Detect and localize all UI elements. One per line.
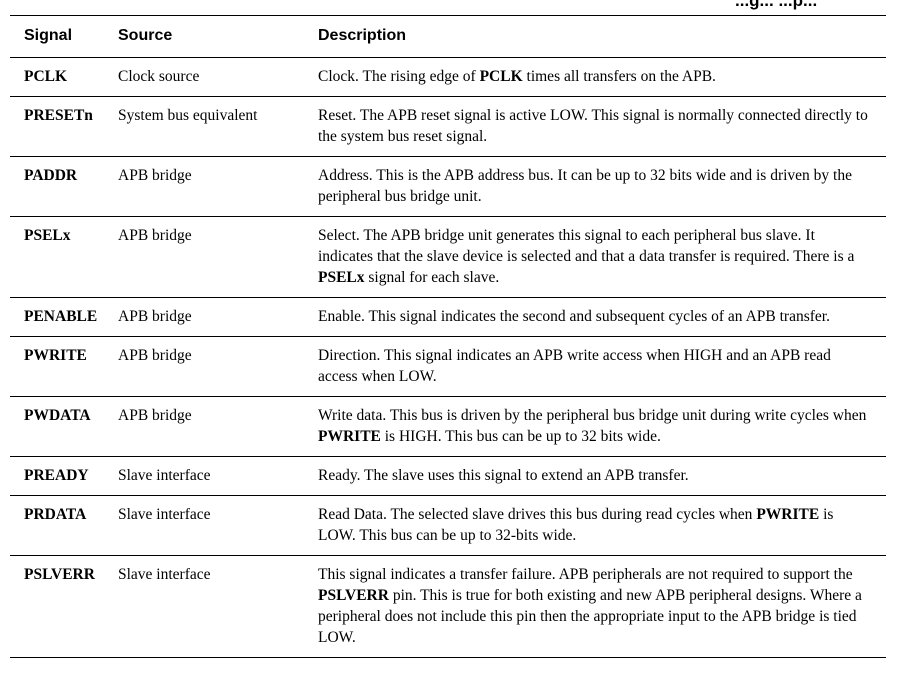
signal-description: Select. The APB bridge unit generates th… [318,217,886,298]
signal-description: Enable. This signal indicates the second… [318,298,886,337]
description-text: This signal indicates a transfer failure… [318,566,853,583]
signal-name: PWRITE [24,347,87,364]
description-text: Read Data. The selected slave drives thi… [318,506,757,523]
table-row: PSLVERR Slave interface This signal indica… [10,556,886,658]
signal-name: PWDATA [24,407,91,424]
table-row: PADDR APB bridge Address. This is the APB … [10,157,886,217]
signal-source: APB bridge [118,308,192,325]
description-text: Reset. The APB reset signal is active LO… [318,107,868,145]
signal-name: PCLK [24,68,68,85]
signal-source: Slave interface [118,506,211,523]
signal-name: PENABLE [24,308,98,325]
column-header-description: Description [318,27,407,44]
signal-source: Slave interface [118,566,211,583]
description-text: Clock. The rising edge of [318,68,480,85]
signal-name: PADDR [24,167,78,184]
signal-description: Read Data. The selected slave drives thi… [318,496,886,556]
cut-off-page-header: ...g... ...p... [735,0,818,10]
signal-reference: PSELx [318,269,365,286]
description-text: Address. This is the APB address bus. It… [318,167,852,205]
signal-description: Address. This is the APB address bus. It… [318,157,886,217]
description-text: signal for each slave. [364,269,500,286]
table-row: PREADY Slave interface Ready. The slave us… [10,457,886,496]
signal-source: APB bridge [118,167,192,184]
description-text: is LOW. This bus can be up to 32-bits wi… [318,506,834,544]
description-text: Direction. This signal indicates an APB … [318,347,831,385]
column-header-signal: Signal [24,27,73,44]
table-row: PRESETn System bus equivalent Reset. The A… [10,97,886,157]
header-row: Signal Source Description [10,15,886,58]
signal-name: PRDATA [24,506,87,523]
column-header-source: Source [118,27,173,44]
signal-name: PSLVERR [24,566,95,583]
signal-description: Clock. The rising edge of PCLK times all… [318,58,886,97]
signal-source: APB bridge [118,407,192,424]
description-text: Write data. This bus is driven by the pe… [318,407,867,424]
description-text: Enable. This signal indicates the second… [318,308,830,325]
signal-description: Reset. The APB reset signal is active LO… [318,97,886,157]
table-body: PCLK Clock source Clock. The rising edge o… [10,58,886,658]
table-row: PWRITE APB bridge Direction. This signal i… [10,337,886,397]
signal-description: Direction. This signal indicates an APB … [318,337,886,397]
table-row: PCLK Clock source Clock. The rising edge o… [10,58,886,97]
signal-reference: PWRITE [318,428,381,445]
signal-reference: PWRITE [756,506,820,523]
table-header: Signal Source Description [10,15,886,58]
table-row: PRDATA Slave interface Read Data. The sele… [10,496,886,556]
signal-description: This signal indicates a transfer failure… [318,556,886,658]
signal-reference: PSLVERR [318,587,389,604]
description-text: is HIGH. This bus can be up to 32 bits w… [380,428,661,445]
signal-source: Slave interface [118,467,211,484]
description-text: times all transfers on the APB. [522,68,716,85]
apb-signal-table: Signal Source Description PCLK Clock sour… [10,15,886,658]
table-row: PSELx APB bridge Select. The APB bridge un… [10,217,886,298]
signal-source: APB bridge [118,347,192,364]
signal-name: PREADY [24,467,89,484]
description-text: Ready. The slave uses this signal to ext… [318,467,689,484]
table-row: PENABLE APB bridge Enable. This signal ind… [10,298,886,337]
signal-source: System bus equivalent [118,107,258,124]
signal-source: APB bridge [118,227,192,244]
signal-name: PSELx [24,227,71,244]
signal-reference: PCLK [479,68,523,85]
table-row: PWDATA APB bridge Write data. This bus is … [10,397,886,457]
signal-description: Write data. This bus is driven by the pe… [318,397,886,457]
description-text: Select. The APB bridge unit generates th… [318,227,855,265]
signal-source: Clock source [118,68,200,85]
signal-description: Ready. The slave uses this signal to ext… [318,457,886,496]
description-text: pin. This is true for both existing and … [318,587,862,646]
signal-name: PRESETn [24,107,93,124]
